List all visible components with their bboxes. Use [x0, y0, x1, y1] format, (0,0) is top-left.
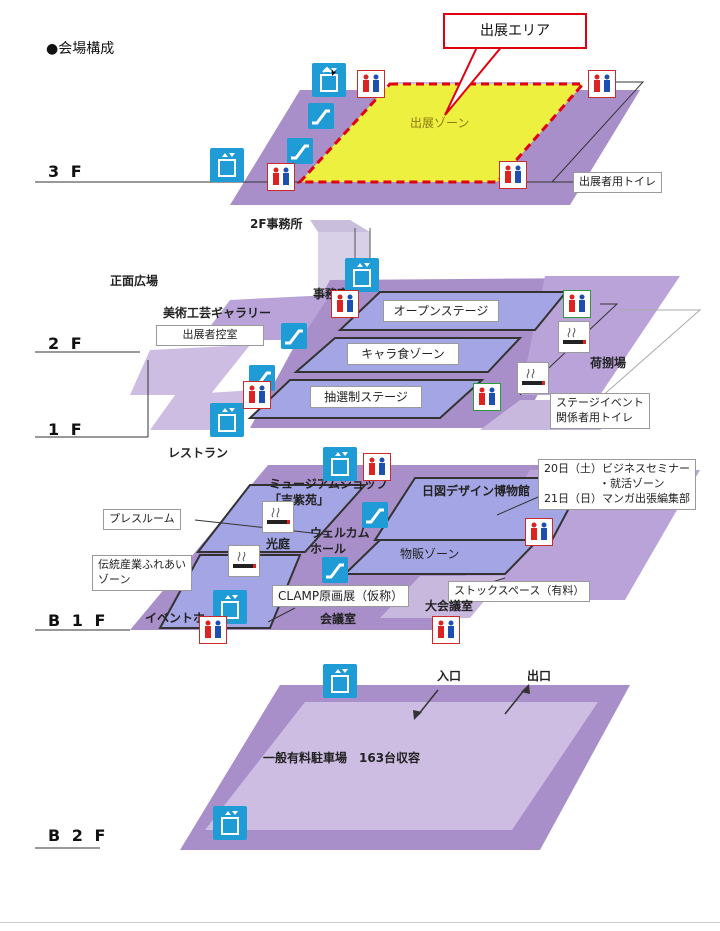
parking-label: 一般有料駐車場 163台収容	[263, 751, 421, 765]
lottery-stage-label: 抽選制ステージ	[310, 386, 422, 409]
chara-food-label: キャラ食ゾーン	[347, 343, 459, 366]
toilet-icon	[432, 616, 460, 644]
toilet-icon	[499, 161, 527, 189]
page-title: ●会場構成	[46, 41, 115, 57]
crafts-zone-label: 伝統産業ふれあい ゾーン	[92, 555, 192, 591]
exhibit-zone-area	[296, 82, 587, 184]
gallery-label: 美術工芸ギャラリー	[163, 306, 272, 320]
elevator-icon	[312, 63, 346, 97]
loading-label: 荷捌場	[590, 356, 627, 370]
escalator-icon	[287, 138, 313, 164]
toilet-icon	[363, 453, 391, 481]
large-meeting-room-label: 大会議室	[425, 599, 474, 613]
floor-label-2f: 2 F	[48, 334, 85, 353]
entrance-arrow	[413, 689, 439, 720]
waiting-room-label: 出展者控室	[156, 325, 264, 346]
light-court-label: 光庭	[266, 537, 291, 551]
clamp-exhibit-label: CLAMP原画展（仮称）	[272, 585, 410, 608]
floor-label-b1f: B 1 F	[48, 611, 109, 630]
plaza-label: 正面広場	[110, 274, 159, 288]
exhibit-area-callout: 出展エリア	[443, 13, 587, 49]
stock-space-label: ストックスペース（有料）	[448, 581, 591, 602]
elevator-icon	[345, 258, 379, 292]
stage-toilet-label: ステージイベント 関係者用トイレ	[550, 393, 650, 429]
smoking-icon	[262, 501, 294, 533]
elevator-icon	[323, 664, 357, 698]
exit-label: 出口	[527, 669, 552, 683]
design-museum-label: 日図デザイン博物館	[422, 484, 531, 498]
toilet-icon	[525, 518, 553, 546]
exhibitor-toilet-label: 出展者用トイレ	[573, 172, 662, 193]
sales-zone-label: 物販ゾーン	[400, 547, 460, 561]
elevator-icon	[210, 148, 244, 182]
smoking-icon	[228, 545, 260, 577]
sales-zone-area	[342, 539, 541, 575]
escalator-icon	[308, 103, 334, 129]
exit-arrow	[504, 684, 530, 715]
toilet-icon	[243, 381, 271, 409]
elevator-icon	[210, 403, 244, 437]
escalator-icon	[362, 502, 388, 528]
toilet-icon	[357, 70, 385, 98]
smoking-icon	[558, 321, 590, 353]
entrance-label: 入口	[437, 669, 462, 683]
elevator-icon	[213, 806, 247, 840]
divider	[0, 922, 720, 923]
floor-label-3f: 3 F	[48, 162, 85, 181]
escalator-icon	[322, 557, 348, 583]
exhibit-zone-label: 出展ゾーン	[410, 116, 470, 130]
toilet-icon	[473, 383, 501, 411]
toilet-icon	[563, 290, 591, 318]
escalator-icon	[281, 323, 307, 349]
smoking-icon	[517, 362, 549, 394]
toilet-icon	[588, 70, 616, 98]
elevator-icon	[323, 447, 357, 481]
press-room-label: プレスルーム	[103, 509, 181, 530]
open-stage-label: オープンステージ	[383, 300, 499, 323]
floor-label-b2f: B 2 F	[48, 826, 109, 845]
floor-b2	[35, 684, 630, 850]
toilet-icon	[199, 616, 227, 644]
seminar-label: 20日（土）ビジネスセミナー ・就活ゾーン 21日（日）マンガ出張編集部	[538, 459, 696, 510]
toilet-icon	[267, 163, 295, 191]
office-2f-label: 2F事務所	[250, 217, 303, 231]
welcome-hall-label: ウェルカム ホール	[310, 526, 370, 556]
toilet-icon	[331, 290, 359, 318]
meeting-room-label: 会議室	[320, 612, 357, 626]
restaurant-label: レストラン	[168, 446, 229, 460]
floor-label-1f: 1 F	[48, 420, 85, 439]
